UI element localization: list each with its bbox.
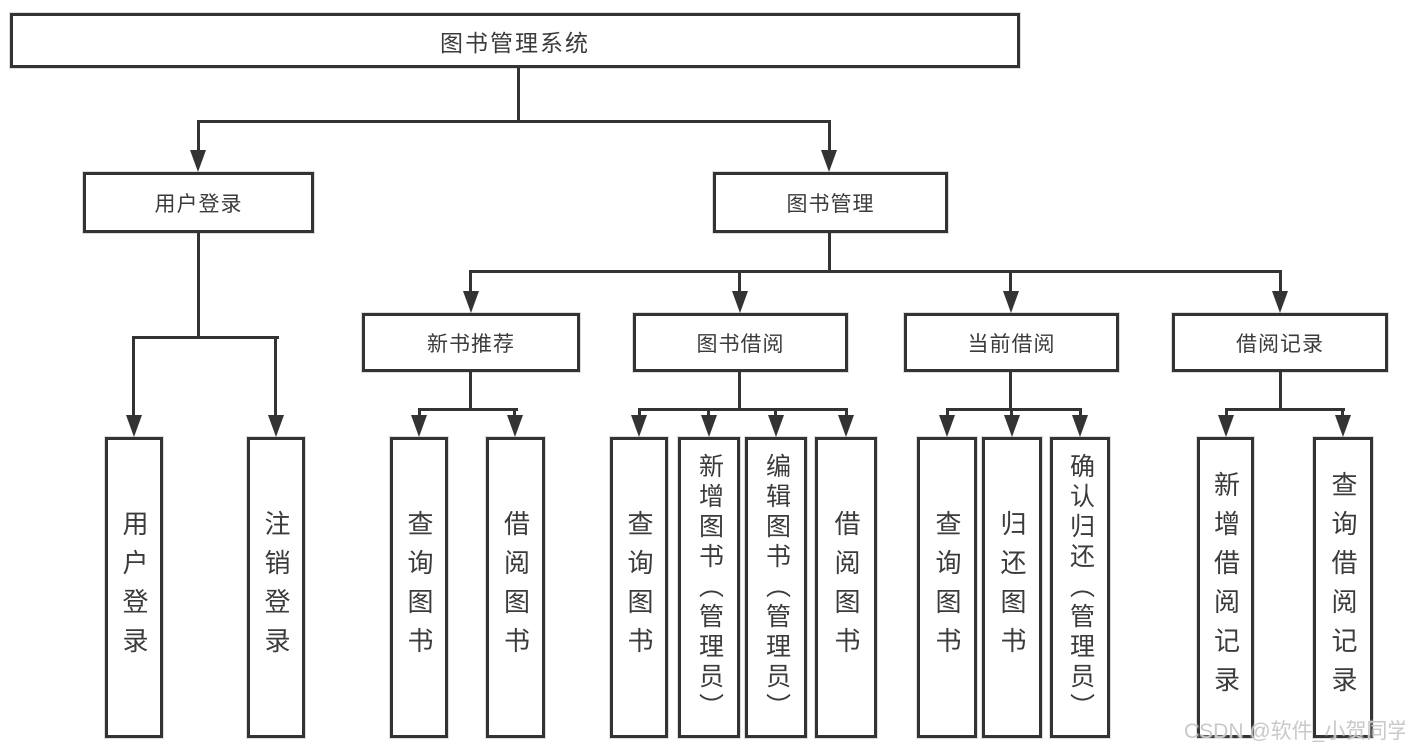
node-label: 借阅记录 [1236,332,1324,356]
connector-line [1009,270,1012,293]
csdn-watermark: CSDN @软件_小贺同学 [1184,720,1405,743]
connector-line [638,408,848,411]
node-label: 新增借阅记录 [1210,470,1241,705]
connector-line [828,120,831,152]
leaf-query-borrow-record: 查询借阅记录 [1313,437,1373,738]
connector-line [738,270,741,293]
connector-line [197,120,200,152]
node-label: 归还图书 [997,509,1027,666]
leaf-logout: 注销登录 [247,437,305,738]
connector-line [469,270,472,293]
node-book-management-branch: 图书管理 [713,172,948,233]
arrowhead-down [190,150,206,172]
node-label: 用户登录 [119,509,149,666]
node-label: 用户登录 [154,192,243,216]
arrowhead-down [411,415,427,437]
connector-line [418,408,518,411]
connector-line [132,336,135,416]
node-label: 图书管理系统 [440,29,590,56]
leaf-query-books-borrowing: 查询图书 [610,437,668,738]
node-book-borrowing: 图书借阅 [633,313,848,372]
connector-line [845,408,848,417]
connector-line [1225,408,1228,417]
node-label: 确认归还（管理员） [1066,452,1095,723]
node-label: 编辑图书（管理员） [762,452,791,723]
node-new-book-recommendation: 新书推荐 [362,313,580,372]
connector-line [197,120,831,123]
arrowhead-down [821,150,837,172]
connector-line [828,233,831,270]
node-label: 查询图书 [624,509,654,666]
connector-line [197,233,200,336]
arrowhead-down [838,415,854,437]
leaf-edit-books-admin: 编辑图书（管理员） [745,437,807,738]
arrowhead-down [1003,291,1019,313]
node-label: 借阅图书 [500,509,531,666]
connector-line [469,270,1282,273]
leaf-confirm-return-admin: 确认归还（管理员） [1050,437,1110,738]
connector-line [418,408,421,417]
node-label: 查询借阅记录 [1328,470,1358,705]
node-label: 借阅图书 [831,509,861,666]
connector-line [774,408,777,417]
node-label: 当前借阅 [967,332,1056,356]
connector-line [517,68,520,120]
node-label: 查询图书 [932,509,962,666]
node-label: 图书借阅 [696,332,785,356]
node-label: 图书管理 [786,192,875,216]
arrowhead-down [701,415,717,437]
connector-line [274,336,277,416]
arrowhead-down [768,415,784,437]
connector-line [132,336,279,339]
node-borrowing-records: 借阅记录 [1172,313,1388,372]
arrowhead-down [939,415,955,437]
connector-line [469,372,472,408]
leaf-user-login: 用户登录 [105,437,163,738]
connector-line [1225,408,1345,411]
arrowhead-down [507,415,523,437]
leaf-borrow-books: 借阅图书 [815,437,877,738]
connector-line [513,408,516,417]
node-label: 注销登录 [261,509,291,666]
node-current-borrowing: 当前借阅 [904,313,1119,372]
connector-line [946,408,1082,411]
node-label: 新增图书（管理员） [695,452,724,723]
leaf-query-books-current: 查询图书 [917,437,977,738]
arrowhead-down [268,415,284,437]
arrowhead-down [732,291,748,313]
connector-line [738,372,741,408]
leaf-query-books-recommend: 查询图书 [390,437,448,738]
node-library-management-system: 图书管理系统 [10,13,1020,68]
leaf-return-books: 归还图书 [982,437,1042,738]
arrowhead-down [1335,415,1351,437]
node-user-login-branch: 用户登录 [83,172,314,233]
arrowhead-down [463,291,479,313]
connector-line [1279,372,1282,408]
connector-line [1279,270,1282,293]
connector-line [946,408,949,417]
connector-line [638,408,641,417]
arrowhead-down [1004,415,1020,437]
connector-line [1341,408,1344,417]
node-label: 查询图书 [404,509,434,666]
connector-line [1079,408,1082,417]
connector-line [707,408,710,417]
node-label: 新书推荐 [427,332,515,356]
leaf-add-books-admin: 新增图书（管理员） [678,437,740,738]
connector-line [1009,372,1012,408]
connector-line [1010,408,1013,417]
arrowhead-down [631,415,647,437]
arrowhead-down [1272,291,1288,313]
arrowhead-down [126,415,142,437]
leaf-borrow-books-recommend: 借阅图书 [486,437,545,738]
arrowhead-down [1218,415,1234,437]
arrowhead-down [1072,415,1088,437]
leaf-add-borrow-record: 新增借阅记录 [1197,437,1254,738]
